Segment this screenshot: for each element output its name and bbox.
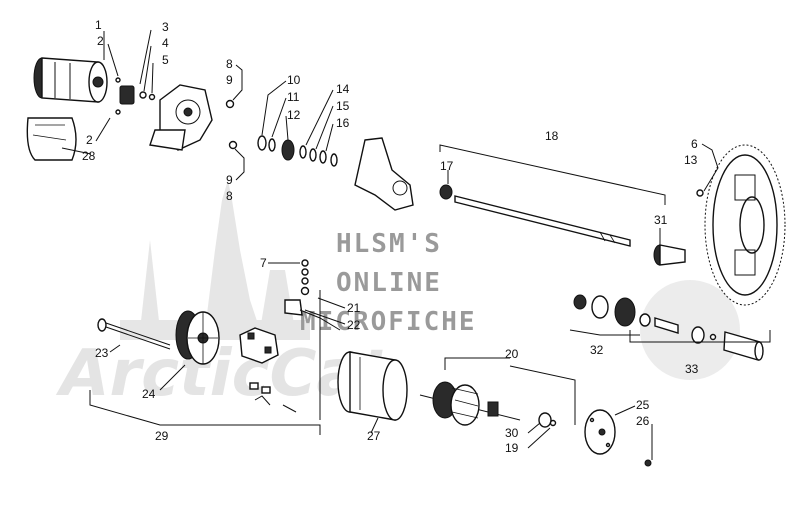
- callout-12: 12: [287, 108, 301, 122]
- drive-shaft: [454, 195, 631, 247]
- leader-lines: [61, 29, 771, 460]
- through-bolt: [97, 318, 171, 350]
- callout-14: 14: [336, 82, 350, 96]
- washer-lower: [228, 140, 238, 150]
- motor-housing: [337, 351, 408, 421]
- terminal-hardware: [284, 259, 341, 331]
- callout-1: 1: [95, 18, 102, 32]
- ring-bolt: [696, 189, 704, 197]
- washer-upper: [225, 99, 235, 109]
- callout-11: 11: [287, 90, 300, 104]
- callout-13: 13: [684, 153, 698, 167]
- thrust-washer: [538, 412, 552, 428]
- callout-21: 21: [347, 301, 361, 315]
- drive-assembly: [573, 294, 636, 327]
- callout-3: 3: [162, 20, 169, 34]
- support-bracket: [354, 137, 414, 211]
- callout-27: 27: [367, 429, 381, 443]
- callout-labels: 1 2 2 3 4 5 6 7 8 8 9 9 10 11 12 13 14 1…: [82, 18, 699, 455]
- callout-18: 18: [545, 129, 559, 143]
- callout-20: 20: [505, 347, 519, 361]
- watermark-line3: MICROFICHE: [300, 307, 477, 337]
- callout-16: 16: [336, 116, 350, 130]
- end-plate-nut: [644, 459, 652, 467]
- mounting-bracket: [149, 84, 213, 151]
- watermark-line1: HLSM'S: [336, 229, 442, 259]
- callout-17: 17: [440, 159, 454, 173]
- gear-stack: [257, 135, 338, 167]
- callout-4: 4: [162, 36, 169, 50]
- ring-gear: [704, 144, 786, 306]
- callout-22: 22: [347, 318, 361, 332]
- callout-9-lower: 9: [226, 173, 233, 187]
- callout-19: 19: [505, 441, 519, 455]
- callout-31: 31: [654, 213, 668, 227]
- callout-29: 29: [155, 429, 169, 443]
- pinion-gear: [115, 77, 156, 115]
- watermark-line2: ONLINE: [336, 268, 442, 298]
- callout-26: 26: [636, 414, 650, 428]
- callout-6: 6: [691, 137, 698, 151]
- bearing: [439, 184, 453, 200]
- callout-33: 33: [685, 362, 699, 376]
- armature: [419, 381, 521, 426]
- drive-gear: [653, 244, 686, 266]
- callout-7: 7: [260, 256, 267, 270]
- callout-10: 10: [287, 73, 301, 87]
- callout-8-upper: 8: [226, 57, 233, 71]
- armature-washer: [549, 419, 557, 427]
- starter-motor: [33, 57, 108, 103]
- callout-32: 32: [590, 343, 604, 357]
- watermark-logo: ArcticCat: [55, 337, 393, 411]
- brush-holder: [239, 327, 279, 364]
- callout-9-upper: 9: [226, 73, 233, 87]
- callout-24: 24: [142, 387, 156, 401]
- callout-2-upper: 2: [97, 34, 104, 48]
- callout-23: 23: [95, 346, 109, 360]
- motor-cover: [26, 117, 77, 161]
- callout-8-lower: 8: [226, 189, 233, 203]
- callout-15: 15: [336, 99, 350, 113]
- callout-5: 5: [162, 53, 169, 67]
- callout-28: 28: [82, 149, 96, 163]
- callout-30: 30: [505, 426, 519, 440]
- end-cap: [175, 310, 220, 365]
- end-plate: [584, 409, 616, 455]
- callout-25: 25: [636, 398, 650, 412]
- clutch-parts: [639, 313, 764, 361]
- callout-2-lower: 2: [86, 133, 93, 147]
- brush-set: [249, 382, 297, 413]
